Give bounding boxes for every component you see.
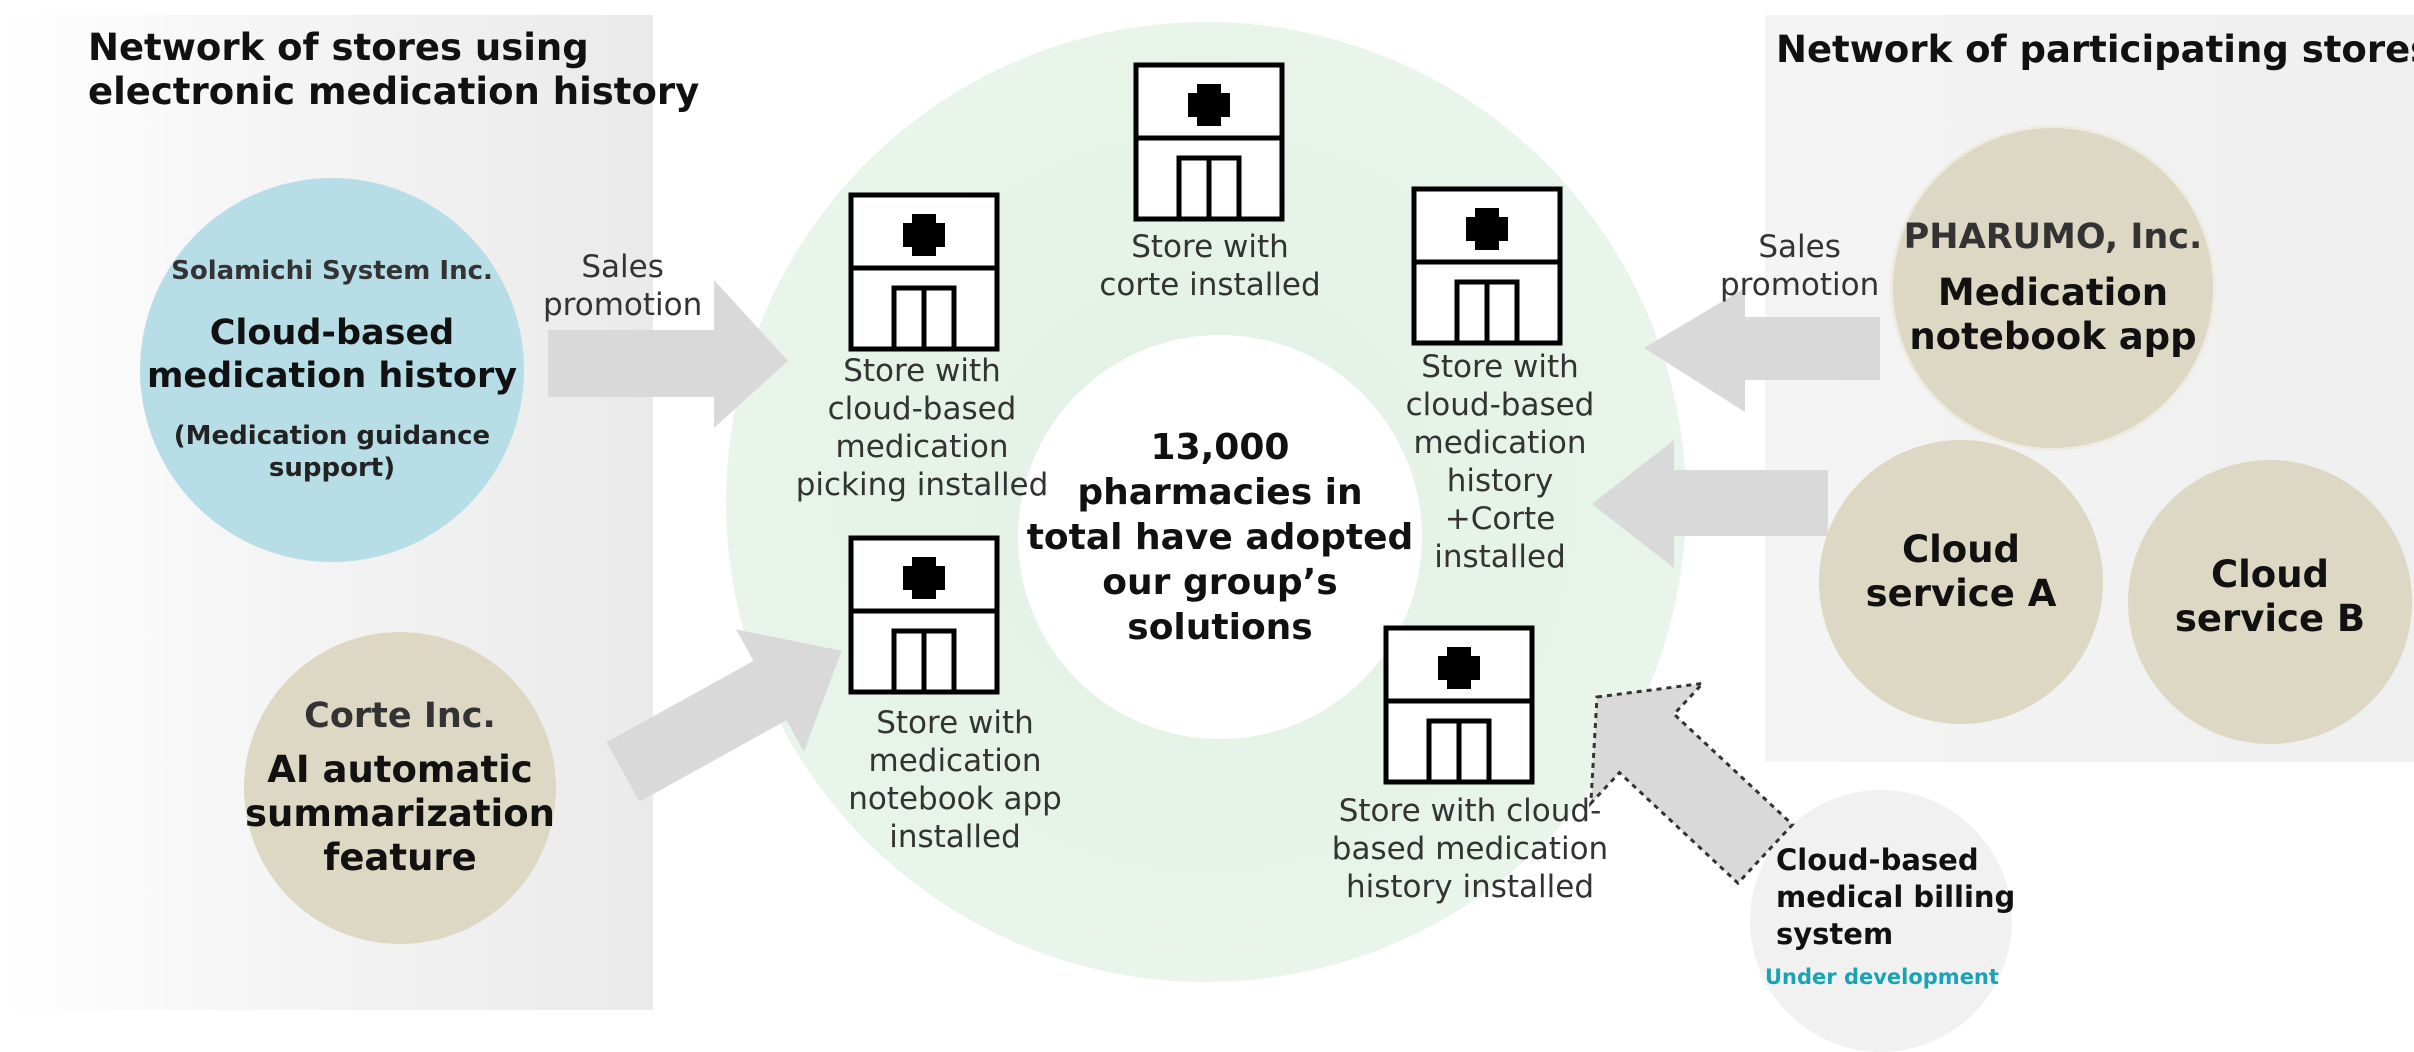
pharumo-company: PHARUMO, Inc.	[1903, 217, 2203, 257]
caption-line: +Corte	[1444, 501, 1556, 537]
solamichi-circle: Solamichi System Inc. Cloud-based medica…	[140, 178, 524, 562]
arrows-layer	[548, 280, 1880, 886]
left-heading-line: Network of stores using	[88, 26, 589, 69]
caption-line: cloud-based	[827, 391, 1017, 427]
pharumo-product-line: Medication	[1937, 271, 2169, 314]
billing-line: medical billing	[1776, 880, 2016, 914]
center-text-line: our group’s	[1102, 561, 1338, 603]
caption-line: history	[1446, 463, 1554, 499]
cloud-services-arrow	[1592, 440, 1828, 568]
store-caption-lower-left: Store with medication notebook app insta…	[820, 704, 1090, 856]
label-line: promotion	[1720, 267, 1880, 303]
caption-line: Store with	[1421, 349, 1579, 385]
caption-line: based medication	[1331, 831, 1609, 867]
corte-arrow	[606, 629, 842, 802]
store-icon	[1411, 186, 1563, 346]
caption-line: Store with	[876, 705, 1034, 741]
caption-line: picking installed	[795, 467, 1049, 503]
store-icon	[848, 535, 1000, 695]
label-line: promotion	[543, 287, 703, 323]
store-icon	[1133, 62, 1285, 222]
solamichi-product-line: medication history	[146, 356, 518, 396]
caption-line: medication	[835, 429, 1009, 465]
billing-line: Cloud-based	[1776, 843, 1979, 877]
center-circle: 13,000 pharmacies in total have adopted …	[1018, 335, 1422, 739]
corte-product-line: feature	[323, 836, 477, 879]
corte-company: Corte Inc.	[304, 696, 496, 736]
cloud-a-line: service A	[1865, 572, 2057, 615]
cloud-b-line: service B	[2174, 597, 2366, 640]
store-icon	[1383, 625, 1535, 785]
cloud-service-a-circle: Cloud service A	[1819, 440, 2103, 724]
billing-status: Under development	[1765, 965, 1999, 989]
caption-line: Store with cloud-	[1338, 793, 1602, 829]
caption-line: installed	[889, 819, 1021, 855]
caption-line: history installed	[1345, 869, 1594, 905]
center-text-line: pharmacies in	[1077, 471, 1363, 513]
solamichi-product-line: Cloud-based	[209, 313, 455, 353]
store-caption-upper-left: Store with cloud-based medication pickin…	[762, 352, 1082, 504]
billing-dashed-arrow	[1589, 681, 1795, 886]
sales-promotion-arrow-left	[548, 280, 788, 428]
caption-line: Store with	[1131, 229, 1289, 265]
cloud-b-line: Cloud	[2210, 553, 2330, 596]
center-text-line: 13,000	[1150, 426, 1290, 468]
sales-promotion-label-left: Sales promotion	[543, 248, 702, 324]
store-caption-upper-right: Store with cloud-based medication histor…	[1380, 348, 1620, 576]
caption-line: corte installed	[1099, 267, 1321, 303]
pharumo-circle: PHARUMO, Inc. Medication notebook app	[1893, 128, 2213, 448]
cloud-service-b-circle: Cloud service B	[2128, 460, 2412, 744]
billing-label: Cloud-based medical billing system	[1776, 842, 2015, 953]
corte-product-line: AI automatic	[267, 748, 533, 791]
corte-circle: Corte Inc. AI automatic summarization fe…	[244, 632, 556, 944]
solamichi-note-line: (Medication guidance	[173, 421, 491, 451]
caption-line: medication	[1413, 425, 1587, 461]
billing-line: system	[1776, 917, 1894, 951]
sales-promotion-arrow-right	[1644, 288, 1880, 412]
store-icon	[848, 192, 1000, 352]
billing-circle	[1750, 790, 2012, 1052]
pharumo-product-line: notebook app	[1909, 315, 2197, 358]
solamichi-note-line: support)	[268, 453, 396, 483]
left-heading: Network of stores using electronic medic…	[88, 26, 699, 114]
cloud-a-line: Cloud	[1901, 528, 2021, 571]
store-caption-top: Store with corte installed	[1080, 228, 1340, 304]
caption-line: cloud-based	[1405, 387, 1595, 423]
left-heading-line: electronic medication history	[88, 70, 700, 113]
right-heading: Network of participating stores	[1776, 28, 2414, 71]
label-line: Sales	[1758, 229, 1841, 265]
center-text-line: total have adopted	[1026, 516, 1414, 558]
caption-line: Store with	[843, 353, 1001, 389]
label-line: Sales	[581, 249, 664, 285]
store-caption-lower-right: Store with cloud- based medication histo…	[1320, 792, 1620, 906]
caption-line: installed	[1434, 539, 1566, 575]
corte-product-line: summarization	[244, 792, 555, 835]
solamichi-company: Solamichi System Inc.	[171, 256, 493, 286]
center-text-line: solutions	[1127, 606, 1313, 648]
sales-promotion-label-right: Sales promotion	[1720, 228, 1879, 304]
caption-line: medication	[868, 743, 1042, 779]
caption-line: notebook app	[848, 781, 1062, 817]
